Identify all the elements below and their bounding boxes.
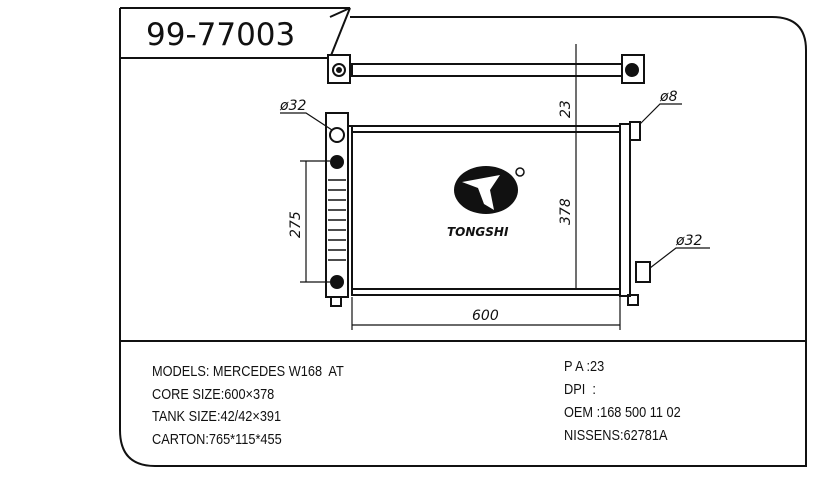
spec-carton: CARTON:765*115*455 (152, 431, 282, 448)
dim-left-pipe: ø32 (279, 98, 306, 114)
spec-pa: P A :23 (564, 358, 605, 375)
dim-small-pipe: ø8 (659, 89, 678, 105)
dim-600: 600 (472, 308, 499, 324)
part-number-title: 99-77003 (146, 17, 295, 53)
dim-275: 275 (288, 211, 304, 238)
dim-23: 23 (558, 100, 574, 118)
spec-tank-size: TANK SIZE:42/42×391 (152, 408, 282, 425)
dimension-lines (280, 44, 710, 330)
radiator-core (325, 112, 651, 307)
tank-ribs (328, 179, 346, 261)
logo-text: TONGSHI (447, 225, 509, 239)
outer-frame (119, 7, 807, 467)
spec-nissens: NISSENS:62781A (564, 427, 668, 444)
spec-models: MODELS: MERCEDES W168 AT (152, 363, 344, 380)
spec-core-size: CORE SIZE:600×378 (152, 386, 275, 403)
dim-right-pipe: ø32 (675, 233, 702, 249)
tongshi-logo: TONGSHI (447, 166, 525, 239)
top-tank-view (327, 54, 645, 84)
dim-378: 378 (558, 198, 574, 225)
spec-oem: OEM :168 500 11 02 (564, 404, 681, 421)
spec-dpi: DPI : (564, 381, 596, 398)
